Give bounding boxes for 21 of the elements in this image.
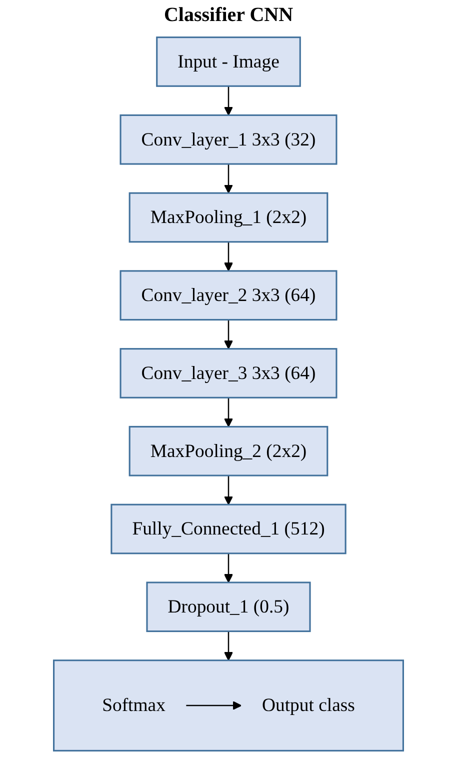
cluster — [53, 660, 404, 752]
arrow — [224, 86, 234, 116]
arrow — [224, 320, 234, 350]
node-box: Dropout_1 (0.5) — [146, 582, 311, 632]
diagram-title: Classifier CNN — [162, 4, 294, 27]
arrow — [224, 476, 234, 505]
node-box: Fully_Connected_1 (512) — [110, 504, 346, 554]
node-box: MaxPooling_2 (2x2) — [128, 426, 328, 476]
node-box: Conv_layer_2 3x3 (64) — [120, 270, 338, 321]
node-box: Conv_layer_3 3x3 (64) — [120, 348, 338, 398]
node-text: Output class — [262, 694, 355, 716]
node-text: Softmax — [102, 694, 166, 716]
node-box: MaxPooling_1 (2x2) — [128, 192, 328, 243]
arrow — [224, 242, 234, 272]
arrow — [224, 398, 234, 428]
arrow — [224, 553, 234, 583]
arrow — [186, 700, 242, 710]
arrow — [224, 164, 234, 194]
arrow — [224, 631, 234, 661]
node-box: Input - Image — [156, 36, 301, 87]
node-box: Conv_layer_1 3x3 (32) — [120, 114, 338, 165]
